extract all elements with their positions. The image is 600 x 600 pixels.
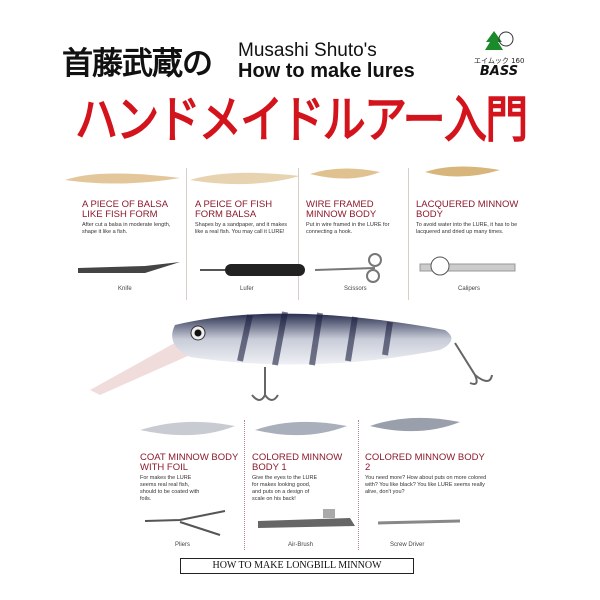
step-heading: A PEICE OF FISH FORM BALSA: [195, 199, 273, 220]
airbrush-icon: [258, 509, 355, 528]
pliers-icon: [144, 510, 226, 536]
title-en-line2: How to make lures: [238, 60, 415, 82]
lacquered-body: [425, 166, 500, 177]
divider: [244, 420, 245, 550]
colored-body-1: [255, 421, 347, 436]
step-heading: COAT MINNOW BODY WITH FOIL: [140, 452, 239, 473]
title-en-line1: Musashi Shuto's: [238, 40, 377, 61]
divider: [358, 420, 359, 550]
tree-globe-icon: [485, 31, 514, 50]
wire-framed-body: [310, 168, 380, 179]
step-text: To avoid water into the LURE, it has to …: [416, 222, 518, 235]
foil-coated-body: [140, 421, 235, 436]
divider: [298, 168, 299, 300]
step-1: A PIECE OF BALSA LIKE FISH FORM After cu…: [82, 200, 184, 236]
step-7: COLORED MINNOW BODY 2 You need more? How…: [365, 453, 490, 496]
tool-caption: Air-Brush: [288, 542, 314, 548]
step-heading: COLORED MINNOW BODY 2: [365, 452, 485, 473]
main-title: ハンドメイドルアー入門: [75, 91, 528, 149]
step-5: COAT MINNOW BODY WITH FOIL For makes the…: [140, 453, 240, 503]
step-heading: LACQUERED MINNOW BODY: [416, 199, 519, 220]
lip: [90, 340, 190, 395]
tool-caption: Knife: [118, 286, 132, 292]
title-jp: 首藤武蔵の: [62, 46, 213, 82]
step-heading: WIRE FRAMED MINNOW BODY: [306, 199, 377, 220]
step-text: You need more? How about puts on more co…: [365, 475, 487, 495]
step-text: Give the eyes to the LURE for makes look…: [252, 475, 318, 502]
step-text: After cut a balsa in moderate length, sh…: [82, 222, 171, 235]
publisher-logo: エイムック 160 BASS: [474, 30, 524, 78]
calipers-icon: [419, 256, 516, 276]
step-text: Shapes by a sandpaper, and it makes like…: [195, 222, 288, 235]
step-3: WIRE FRAMED MINNOW BODY Put in wire fram…: [306, 200, 406, 236]
scissors-icon: [314, 253, 382, 283]
luter-icon: [200, 264, 305, 276]
step-heading: A PIECE OF BALSA LIKE FISH FORM: [82, 199, 168, 220]
balsa-blank-1: [65, 173, 180, 184]
step-2: A PEICE OF FISH FORM BALSA Shapes by a s…: [195, 200, 295, 236]
colored-body-2: [370, 417, 460, 432]
series-label: エイムック 160: [474, 57, 525, 65]
eye: [190, 325, 206, 341]
treble-hooks: [251, 342, 493, 401]
title-en: Musashi Shuto's How to make lures: [238, 40, 415, 82]
tool-caption: Scissors: [344, 286, 367, 292]
tool-caption: Calipers: [458, 286, 481, 292]
knife-icon: [78, 262, 180, 273]
bottom-tools: [144, 509, 461, 536]
balsa-blank-2: [190, 172, 300, 185]
step-text: For makes the LURE seems real real fish,…: [140, 475, 200, 502]
tool-caption: Lufer: [240, 286, 254, 292]
bottom-lures: [140, 417, 460, 436]
tool-caption: Screw Driver: [390, 542, 425, 548]
divider: [408, 168, 409, 300]
brand-label: BASS: [479, 64, 519, 79]
longbill-minnow-lure: [90, 311, 493, 401]
lure-stripes: [237, 311, 393, 366]
step-heading: COLORED MINNOW BODY 1: [252, 452, 343, 473]
step-4: LACQUERED MINNOW BODY To avoid water int…: [416, 200, 526, 236]
step-6: COLORED MINNOW BODY 1 Give the eyes to t…: [252, 453, 355, 503]
step-text: Put in wire framed in the LURE for conne…: [306, 222, 390, 235]
divider: [186, 168, 187, 300]
top-tools: [78, 253, 516, 283]
subtitle-banner: HOW TO MAKE LONGBILL MINNOW: [180, 558, 414, 574]
tool-caption: Pliers: [175, 542, 191, 548]
top-lures: [65, 166, 500, 185]
screwdriver-icon: [377, 519, 461, 525]
